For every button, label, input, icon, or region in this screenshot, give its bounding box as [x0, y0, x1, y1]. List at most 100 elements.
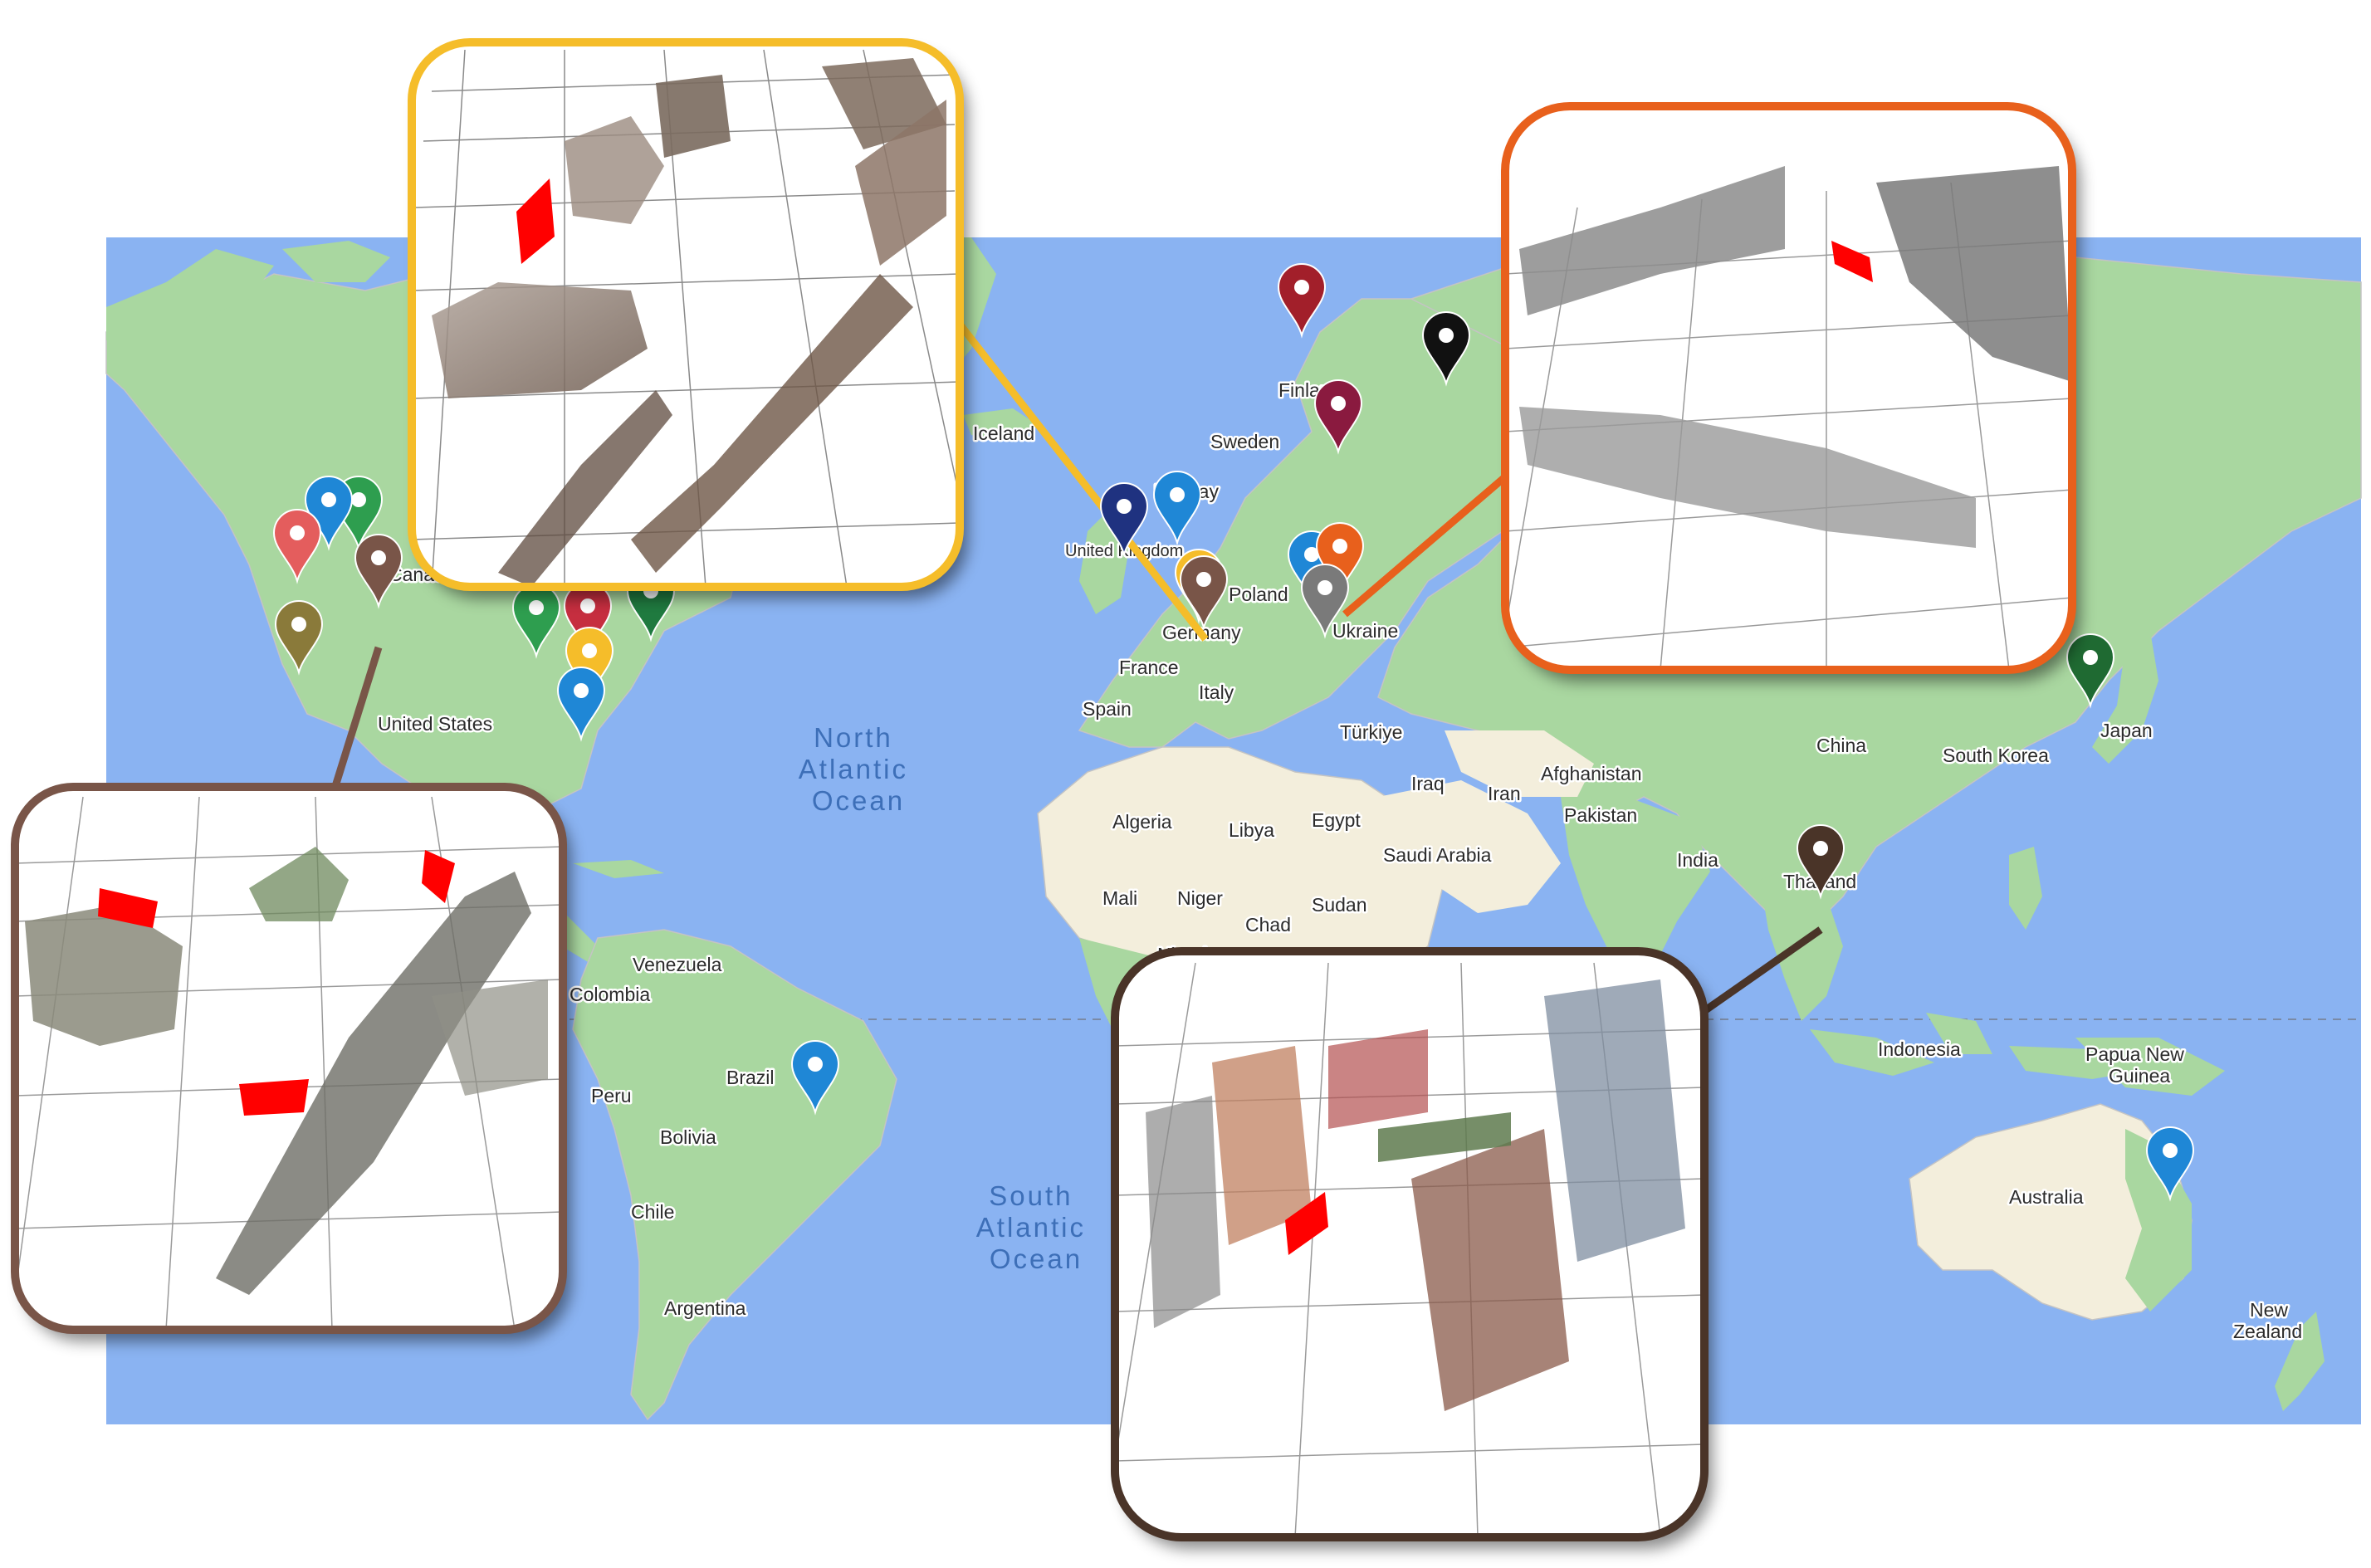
- map-label: Chad: [1245, 914, 1291, 935]
- pin-center-dot: [321, 492, 336, 507]
- inset-thailand[interactable]: [1111, 947, 1709, 1541]
- pin-center-dot: [1196, 572, 1211, 587]
- pin-center-dot: [1439, 328, 1454, 343]
- map-pin[interactable]: [790, 1040, 840, 1116]
- pin-center-dot: [2083, 650, 2098, 665]
- inset-ukraine[interactable]: [1501, 102, 2076, 674]
- pin-center-dot: [574, 683, 589, 698]
- pin-center-dot: [371, 550, 386, 565]
- map-label: Egypt: [1312, 809, 1361, 831]
- pin-marker-icon: [2145, 1126, 2195, 1202]
- map-label: Sweden: [1210, 431, 1279, 452]
- map-label: Peru: [591, 1085, 632, 1106]
- map-label: Saudi Arabia: [1383, 844, 1492, 866]
- pin-center-dot: [2163, 1143, 2178, 1158]
- map-pin[interactable]: [1796, 824, 1845, 900]
- pin-marker-icon: [565, 627, 614, 702]
- inset-pointcloud: [15, 787, 563, 1330]
- map-label: Indonesia: [1878, 1038, 1961, 1060]
- inset-united-states[interactable]: [11, 783, 567, 1334]
- pin-marker-icon: [1152, 471, 1202, 546]
- landmass-papua: [2075, 1038, 2225, 1096]
- map-pin[interactable]: [1315, 522, 1365, 598]
- map-pin[interactable]: [2065, 633, 2115, 709]
- ocean-label-line: South: [989, 1180, 1073, 1211]
- map-label: Niger: [1177, 887, 1223, 909]
- pin-center-dot: [1117, 499, 1132, 514]
- map-pin[interactable]: [1099, 482, 1149, 558]
- map-label: Afghanistan: [1541, 763, 1641, 784]
- inset-border: [1111, 947, 1709, 1541]
- map-pin[interactable]: [1277, 263, 1327, 339]
- pin-center-dot: [1813, 841, 1828, 856]
- map-pin[interactable]: [1300, 564, 1350, 639]
- landmass-middle-east: [1445, 730, 1594, 797]
- map-label: Australia: [2009, 1186, 2084, 1208]
- map-pin[interactable]: [2145, 1126, 2195, 1202]
- map-label: Spain: [1083, 698, 1132, 720]
- map-label: Mali: [1102, 887, 1137, 909]
- pin-center-dot: [1294, 280, 1309, 295]
- pin-marker-icon: [1315, 522, 1365, 598]
- ocean-label-line: Atlantic: [799, 754, 908, 784]
- map-label: Pakistan: [1564, 804, 1637, 826]
- pin-marker-icon: [1179, 555, 1229, 631]
- connector-ukraine: [1342, 462, 1522, 618]
- map-label: India: [1677, 849, 1718, 871]
- pin-marker-icon: [1099, 482, 1149, 558]
- pin-center-dot: [1304, 547, 1319, 562]
- pin-marker-icon: [1277, 263, 1327, 339]
- pin-marker-icon: [790, 1040, 840, 1116]
- ocean-label-line: Atlantic: [976, 1212, 1086, 1243]
- pin-center-dot: [1332, 539, 1347, 554]
- map-label: Venezuela: [633, 954, 722, 975]
- pin-center-dot: [808, 1057, 823, 1072]
- pin-marker-icon: [1796, 824, 1845, 900]
- map-label: United States: [378, 713, 492, 735]
- pin-marker-icon: [1300, 564, 1350, 639]
- map-label: Guinea: [2109, 1065, 2170, 1087]
- inset-italy[interactable]: [408, 38, 964, 591]
- map-pin[interactable]: [565, 627, 614, 702]
- inset-pointcloud: [1115, 951, 1704, 1537]
- map-pin[interactable]: [1152, 471, 1202, 546]
- map-pin[interactable]: [556, 667, 606, 742]
- landmass-alaska: [106, 249, 274, 340]
- pin-marker-icon: [1421, 311, 1471, 387]
- landmass-philippines: [2009, 847, 2042, 930]
- pin-marker-icon: [556, 667, 606, 742]
- inset-border: [408, 38, 964, 591]
- map-label: Iran: [1488, 783, 1521, 804]
- map-label: Zealand: [2233, 1321, 2302, 1342]
- pin-center-dot: [1317, 580, 1332, 595]
- inset-border: [1501, 102, 2076, 674]
- map-label: Iraq: [1411, 773, 1445, 794]
- map-pin[interactable]: [1313, 379, 1363, 455]
- pin-marker-icon: [1313, 379, 1363, 455]
- map-label: Japan: [2100, 720, 2153, 741]
- map-pin[interactable]: [1421, 311, 1471, 387]
- connector-lines: [328, 305, 1823, 1016]
- map-label: Bolivia: [660, 1126, 716, 1148]
- map-pin[interactable]: [354, 534, 403, 609]
- landmass-arabia: [1378, 780, 1561, 913]
- map-label: Chile: [631, 1201, 674, 1223]
- map-label: France: [1119, 657, 1179, 678]
- map-label: Türkiye: [1340, 721, 1402, 743]
- map-pin[interactable]: [1179, 555, 1229, 631]
- connector-united-states: [328, 646, 383, 799]
- map-pin[interactable]: [274, 600, 324, 676]
- map-label: Sudan: [1312, 894, 1367, 916]
- pin-marker-icon: [272, 509, 322, 584]
- landmass-indonesia: [1810, 1013, 2142, 1079]
- pin-center-dot: [529, 600, 544, 615]
- inset-pointcloud: [1505, 106, 2072, 670]
- map-label: Iceland: [973, 423, 1034, 444]
- map-label: Algeria: [1112, 811, 1172, 833]
- map-label: Argentina: [664, 1297, 746, 1319]
- ocean-label-line: Ocean: [990, 1243, 1083, 1274]
- map-pin[interactable]: [272, 509, 322, 584]
- map-label: Libya: [1229, 819, 1274, 841]
- ocean-label-south-atlantic: South Atlantic Ocean: [976, 1180, 1096, 1274]
